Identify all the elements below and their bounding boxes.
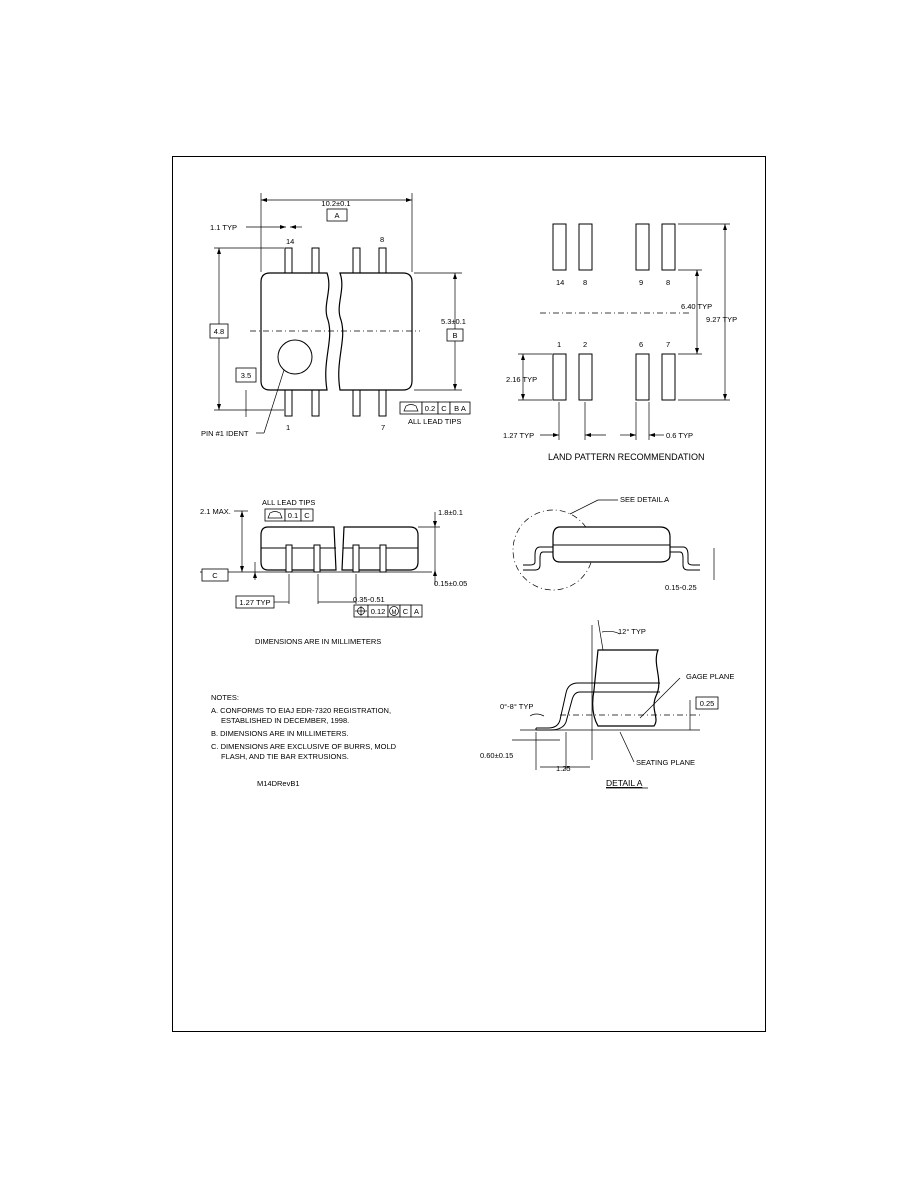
- pos-tol-value: 0.12: [371, 607, 386, 616]
- side-pitch-box: 1.27 TYP: [239, 598, 270, 607]
- fcf-c: C: [441, 404, 447, 413]
- pin1-ident: PIN #1 IDENT: [201, 429, 249, 438]
- land-dim-2-16: 2.16 TYP: [506, 375, 537, 384]
- top-view: 10.2±0.1 A 1.1 TYP 14 8: [201, 193, 471, 438]
- land-pattern: 14 8 9 8 1 2 6 7 6.40 TYP 9.27 TYP 2.16 …: [503, 223, 737, 462]
- pitch-label: 1.1 TYP: [210, 223, 237, 232]
- drawing-frame: [172, 156, 766, 1032]
- width-dim-label: 10.2±0.1: [321, 199, 350, 208]
- detail-a: 12° TYP GAGE PLANE 0.25 0°-8° TYP 0.60±0…: [480, 619, 734, 789]
- body-dim-label: 5.3±0.1: [441, 317, 466, 326]
- land-dim-1-27: 1.27 TYP: [503, 431, 534, 440]
- seating-plane-label: SEATING PLANE: [636, 758, 695, 767]
- note-a-line2: ESTABLISHED IN DECEMBER, 1998.: [221, 716, 349, 725]
- datum-c: C: [212, 571, 218, 580]
- detail-angle: 12° TYP: [618, 627, 646, 636]
- standoff-label: 0.15±0.05: [434, 579, 467, 588]
- land-dim-9-27: 9.27 TYP: [706, 315, 737, 324]
- pad-label-1: 1: [557, 340, 561, 349]
- pin-14-label: 14: [286, 237, 294, 246]
- fcf-tolerance: 0.2: [425, 404, 435, 413]
- gage-dim: 0.25: [700, 699, 715, 708]
- height-box-label: 4.8: [214, 327, 224, 336]
- all-lead-tips-label: ALL LEAD TIPS: [408, 417, 461, 426]
- pad-label-top-4: 8: [666, 278, 670, 287]
- dims-note: DIMENSIONS ARE IN MILLIMETERS: [255, 637, 381, 646]
- notes: NOTES: A. CONFORMS TO EIAJ EDR-7320 REGI…: [211, 693, 397, 788]
- foot-angle: 0°-8° TYP: [500, 702, 533, 711]
- fcf-ba: B A: [454, 404, 466, 413]
- lead-width-label: 0.35-0.51: [353, 595, 385, 604]
- land-dim-0-6: 0.6 TYP: [666, 431, 693, 440]
- side-view: ALL LEAD TIPS 0.1 C 2.1 MAX. C: [200, 498, 467, 618]
- datum-a: A: [334, 211, 339, 220]
- pad-label-top-2: 8: [583, 278, 587, 287]
- max-height-label: 2.1 MAX.: [200, 507, 231, 516]
- pad-label-top-3: 9: [639, 278, 643, 287]
- pin-1-label: 1: [286, 423, 290, 432]
- note-a-line1: A. CONFORMS TO EIAJ EDR-7320 REGISTRATIO…: [211, 706, 391, 715]
- datum-b: B: [452, 331, 457, 340]
- pad-label-7: 7: [666, 340, 670, 349]
- land-pattern-caption: LAND PATTERN RECOMMENDATION: [548, 452, 705, 462]
- notes-heading: NOTES:: [211, 693, 239, 702]
- gage-plane-label: GAGE PLANE: [686, 672, 734, 681]
- small-box-label: 3.5: [241, 371, 251, 380]
- land-dim-6-40: 6.40 TYP: [681, 302, 712, 311]
- note-b: B. DIMENSIONS ARE IN MILLIMETERS.: [211, 729, 349, 738]
- body-height-label: 1.8±0.1: [438, 508, 463, 517]
- lead-length: 1.25: [556, 764, 571, 773]
- flatness-value: 0.1: [288, 511, 298, 520]
- drawing-number: M14DRevB1: [257, 779, 300, 788]
- pos-tol-a: A: [414, 607, 419, 616]
- pad-label-14: 14: [556, 278, 564, 287]
- note-c-line2: FLASH, AND TIE BAR EXTRUSIONS.: [221, 752, 349, 761]
- pos-tol-c: C: [403, 607, 409, 616]
- see-detail-label: SEE DETAIL A: [620, 495, 669, 504]
- note-c-line1: C. DIMENSIONS ARE EXCLUSIVE OF BURRS, MO…: [211, 742, 397, 751]
- pin-7-label: 7: [381, 423, 385, 432]
- side-all-lead-tips: ALL LEAD TIPS: [262, 498, 315, 507]
- pad-label-6: 6: [639, 340, 643, 349]
- pin-8-label: 8: [380, 235, 384, 244]
- foot-length: 0.60±0.15: [480, 751, 513, 760]
- detail-a-caption: DETAIL A: [606, 778, 643, 788]
- flatness-c: C: [304, 511, 310, 520]
- end-view: SEE DETAIL A 0.15-0.25: [512, 495, 715, 592]
- pos-tol-m: M: [392, 610, 397, 616]
- pad-label-2: 2: [583, 340, 587, 349]
- thickness-label: 0.15-0.25: [665, 583, 697, 592]
